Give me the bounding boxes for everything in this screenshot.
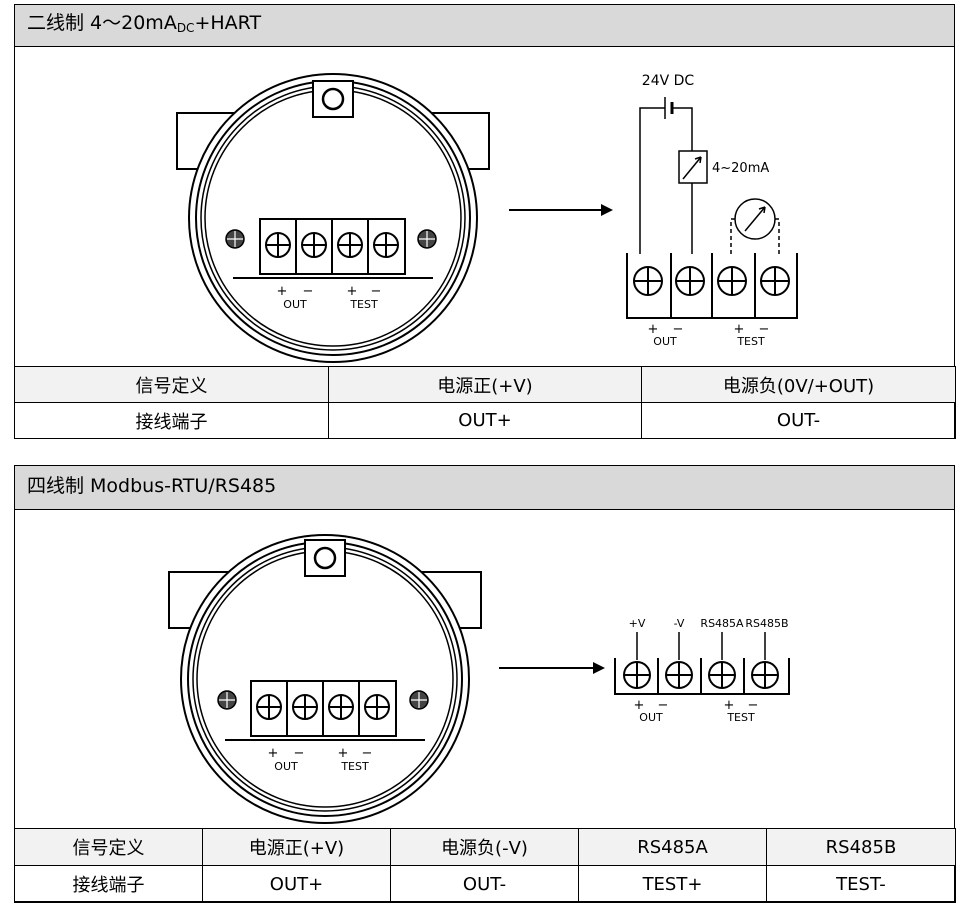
wiring-diagram-1: + − + − OUT TEST 24V DC 4~20mA: [176, 73, 798, 363]
circuit-out-minus: −: [673, 322, 684, 337]
table-cell: RS485A: [578, 828, 767, 866]
circuit-out-plus: +: [648, 322, 659, 337]
label-test: TEST: [349, 298, 378, 311]
label-out-plus: +: [277, 284, 288, 299]
terminal-test-plus: [328, 694, 354, 720]
terminal-label-minus-v: -V: [674, 617, 685, 630]
section-two-wire: 二线制 4～20mADC+HART: [14, 4, 956, 439]
section-four-wire: 四线制 Modbus-RTU/RS485: [14, 465, 956, 903]
screw-terminals: [265, 232, 399, 258]
label-test-plus: +: [347, 284, 358, 299]
label-out-plus: +: [268, 746, 279, 761]
table-cell: 电源负(-V): [390, 828, 579, 866]
circuit-out: OUT: [653, 335, 677, 348]
table-cell: 信号定义: [14, 828, 203, 866]
terminal-out-plus: [265, 232, 291, 258]
mounting-screws: [217, 690, 429, 710]
terminal-out-minus: [292, 694, 318, 720]
table-cell: RS485B: [766, 828, 956, 866]
circuit-out: OUT: [639, 711, 663, 724]
circuit-terminals: [623, 661, 779, 689]
table-header-row: 信号定义 电源正(+V) 电源负(-V) RS485A RS485B: [14, 828, 956, 866]
power-source-label: 24V DC: [642, 73, 695, 89]
wiring-circuit: 24V DC 4~20mA: [626, 73, 798, 319]
signal-table-2: 信号定义 电源正(+V) 电源负(-V) RS485A RS485B 接线端子 …: [14, 828, 956, 903]
terminal-label-rs485a: RS485A: [700, 617, 744, 630]
circuit-terminal-2: [675, 266, 705, 296]
table-cell: OUT-: [641, 402, 956, 439]
screw-terminals: [256, 694, 390, 720]
circuit-test: TEST: [726, 711, 755, 724]
table-cell: 电源正(+V): [328, 366, 642, 403]
mounting-screws: [225, 229, 437, 249]
circuit-test: TEST: [736, 335, 765, 348]
circuit-terminal-3: [708, 661, 736, 689]
title-text: 四线制 Modbus-RTU/RS485: [27, 475, 277, 497]
circuit-test-minus: −: [759, 322, 770, 337]
section-title: 二线制 4～20mADC+HART: [15, 5, 954, 47]
table-header-row: 信号定义 电源正(+V) 电源负(0V/+OUT): [14, 366, 956, 403]
table-cell: OUT+: [202, 865, 391, 903]
transmitter-housing: [176, 73, 490, 363]
wiring-diagram-2: + − + − OUT TEST +V -V RS485A RS485B: [168, 534, 790, 824]
terminal-test-minus: [364, 694, 390, 720]
circuit-terminals: [633, 266, 790, 296]
table-row: 接线端子 OUT+ OUT-: [14, 402, 956, 439]
terminal-out-plus: [256, 694, 282, 720]
circuit-terminal-4: [760, 266, 790, 296]
table-row: 接线端子 OUT+ OUT- TEST+ TEST-: [14, 865, 956, 903]
terminal-label-rs485b: RS485B: [745, 617, 788, 630]
circuit-terminal-1: [633, 266, 663, 296]
table-cell: 电源负(0V/+OUT): [641, 366, 956, 403]
table-cell: OUT-: [390, 865, 579, 903]
circuit-terminal-2: [665, 661, 693, 689]
label-test-plus: +: [338, 746, 349, 761]
battery-icon: [664, 97, 674, 119]
title-suffix: +HART: [194, 12, 262, 34]
wiring-circuit: [614, 632, 790, 695]
label-out-minus: −: [294, 746, 305, 761]
table-cell: OUT+: [328, 402, 642, 439]
table-cell: TEST-: [766, 865, 956, 903]
transmitter-housing: [168, 534, 482, 824]
terminal-test-plus: [337, 232, 363, 258]
terminal-label-plus-v: +V: [629, 617, 646, 630]
label-test: TEST: [340, 760, 369, 773]
circuit-test-plus: +: [734, 322, 745, 337]
circuit-out-minus: −: [658, 698, 669, 713]
table-cell: 接线端子: [14, 865, 203, 903]
label-out-minus: −: [303, 284, 314, 299]
table-cell: 接线端子: [14, 402, 329, 439]
ammeter-label: 4~20mA: [712, 161, 769, 176]
title-subscript: DC: [176, 21, 195, 35]
table-cell: TEST+: [578, 865, 767, 903]
circuit-out-plus: +: [634, 698, 645, 713]
circuit-terminal-1: [623, 661, 651, 689]
arrow-icon: [509, 204, 613, 216]
label-test-minus: −: [362, 746, 373, 761]
label-out: OUT: [274, 760, 298, 773]
signal-table-1: 信号定义 电源正(+V) 电源负(0V/+OUT) 接线端子 OUT+ OUT-: [14, 366, 956, 439]
label-test-minus: −: [371, 284, 382, 299]
section-title: 四线制 Modbus-RTU/RS485: [15, 466, 954, 510]
circuit-test-plus: +: [724, 698, 735, 713]
table-cell: 电源正(+V): [202, 828, 391, 866]
circuit-terminal-4: [751, 661, 779, 689]
terminal-out-minus: [301, 232, 327, 258]
table-cell: 信号定义: [14, 366, 329, 403]
circuit-terminal-3: [717, 266, 747, 296]
title-text: 二线制 4～20mA: [27, 12, 177, 34]
arrow-icon: [499, 662, 605, 674]
terminal-test-minus: [373, 232, 399, 258]
label-out: OUT: [283, 298, 307, 311]
circuit-test-minus: −: [748, 698, 759, 713]
